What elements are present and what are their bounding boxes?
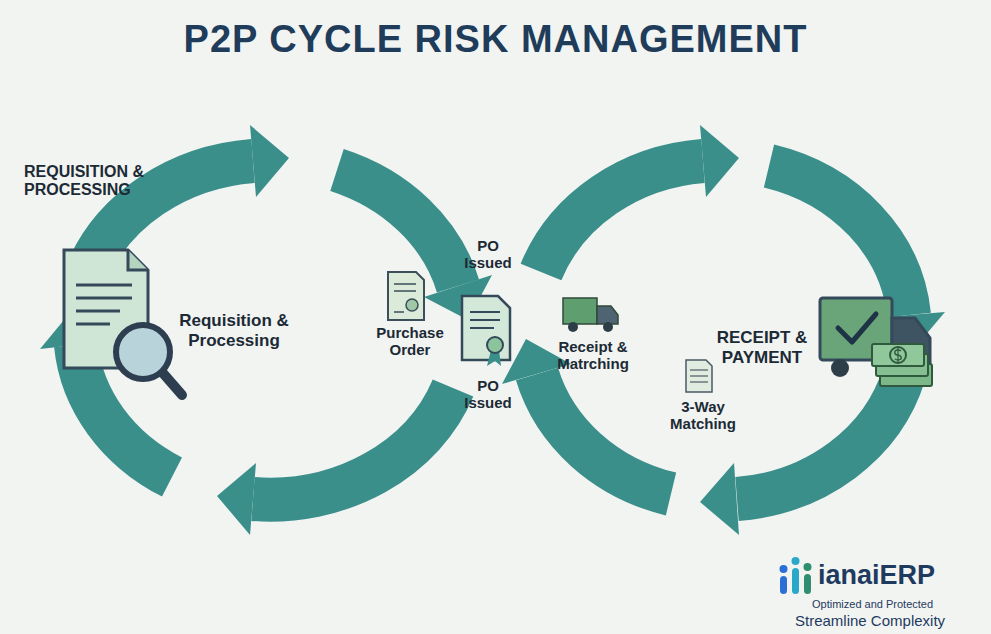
loop-arc: [537, 374, 671, 494]
magnifier-lens: [116, 325, 170, 379]
loop-arc: [737, 374, 904, 499]
icon-label: 3-Way Matching: [662, 398, 744, 433]
arrow-head: [250, 125, 289, 197]
purchase-order-icon: [388, 272, 424, 320]
page-fold: [128, 250, 148, 270]
section-heading: RECEIPT & PAYMENT: [706, 328, 818, 367]
stage-label: Requisition & Processing: [172, 311, 296, 350]
stage-label: PO Issued: [456, 377, 520, 412]
stage-label: PO Issued: [456, 237, 520, 272]
document-shape: [462, 296, 510, 360]
diagram-title: P2P CYCLE RISK MANAGEMENT: [0, 18, 991, 61]
logo-tagline: Optimized and Protected: [812, 598, 987, 611]
arrow-head: [700, 463, 739, 535]
loop-arrows: [76, 161, 909, 500]
payment-truck-icon: [820, 298, 932, 386]
po-issued-icon: [462, 296, 510, 366]
delivery-truck-icon: [563, 298, 618, 332]
loop-arc: [337, 170, 458, 286]
check-mark: [838, 314, 876, 342]
logo-mark: [780, 557, 812, 594]
logo-text: ianaiERP: [818, 560, 983, 591]
loop-arc: [253, 388, 453, 500]
seal: [487, 337, 503, 353]
section-heading: REQUISITION & PROCESSING: [24, 163, 169, 200]
seal: [406, 299, 418, 311]
icon-label: Purchase Order: [364, 324, 456, 359]
arrow-heads: [40, 125, 945, 535]
loop-arc: [769, 166, 909, 315]
icon-label: Receipt & Matrching: [547, 338, 639, 373]
requisition-icon: [64, 250, 182, 395]
money-stack: [872, 344, 932, 386]
document-shape: [388, 272, 424, 320]
text-lines: [76, 285, 132, 324]
matching-doc-icon: [686, 360, 712, 392]
magnifier-handle: [162, 372, 182, 395]
arrow-head: [217, 463, 256, 535]
arrow-head: [700, 125, 739, 197]
loop-arc: [541, 161, 703, 272]
logo-slogan: Streamline Complexity: [795, 612, 990, 629]
